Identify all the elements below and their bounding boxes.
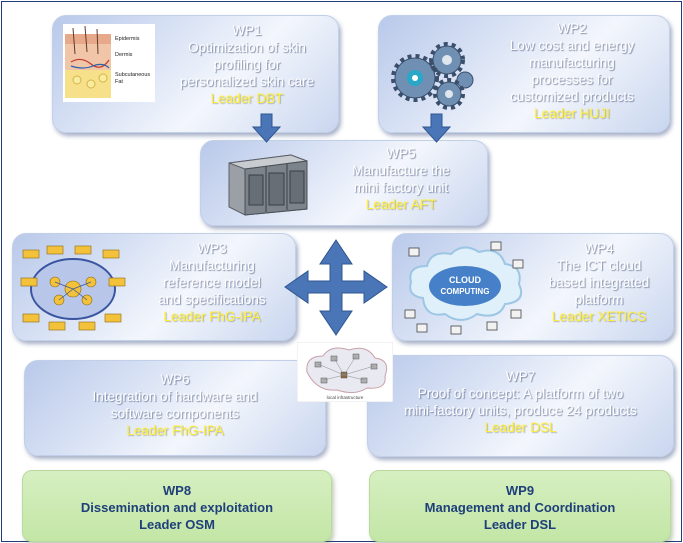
mini-factory-image bbox=[221, 149, 311, 219]
wp7-text: WP7 Proof of concept: A platform of two … bbox=[368, 368, 673, 436]
wp7-line-1: Proof of concept: A platform of two bbox=[417, 386, 624, 401]
wp7-line-2: mini-factory units, produce 24 products bbox=[404, 403, 637, 418]
wp6-text: WP6 Integration of hardware and software… bbox=[25, 371, 325, 439]
wp4-line-1: The ICT cloud bbox=[556, 258, 642, 273]
wp5-line-2: mini factory unit bbox=[353, 180, 449, 195]
wp9-box: WP9 Management and Coordination Leader D… bbox=[369, 470, 671, 542]
wp4-box: CLOUD COMPUTING WP4 The ICT cloud based … bbox=[392, 233, 674, 341]
wp4-leader: Leader XETICS bbox=[551, 309, 647, 324]
wp8-line-1: Dissemination and exploitation bbox=[80, 500, 274, 515]
wp2-line-4: customized products bbox=[510, 89, 634, 104]
wp4-line-3: platform bbox=[574, 292, 624, 307]
wp2-box: WP2 Low cost and energy manufacturing pr… bbox=[378, 15, 670, 133]
skin-label-epidermis: Epidermis bbox=[115, 36, 140, 42]
wp7-box: WP7 Proof of concept: A platform of two … bbox=[367, 355, 674, 457]
wp6-line-1: Integration of hardware and bbox=[92, 389, 258, 404]
wp2-line-2: manufacturing bbox=[529, 55, 615, 70]
wp7-leader: Leader DSL bbox=[484, 420, 557, 435]
reference-model-image bbox=[19, 244, 127, 334]
wp3-title: WP3 bbox=[197, 241, 227, 256]
wp1-leader: Leader DBT bbox=[210, 91, 284, 106]
wp6-leader: Leader FhG-IPA bbox=[126, 423, 224, 438]
wp4-line-2: based integrated bbox=[548, 275, 650, 290]
skin-layers-image: Epidermis Dermis Subcutaneous Fat bbox=[63, 24, 155, 102]
wp5-line-1: Manufacture the bbox=[352, 163, 450, 178]
wp4-text: WP4 The ICT cloud based integrated platf… bbox=[529, 240, 669, 325]
wp3-line-3: and specifications bbox=[158, 292, 266, 307]
wp4-title: WP4 bbox=[584, 241, 614, 256]
wp3-line-2: reference model bbox=[163, 275, 261, 290]
wp6-box: WP6 Integration of hardware and software… bbox=[24, 360, 326, 456]
computing-word: COMPUTING bbox=[441, 287, 490, 296]
wp8-box: WP8 Dissemination and exploitation Leade… bbox=[22, 470, 332, 542]
wp8-leader: Leader OSM bbox=[139, 517, 215, 532]
wp3-line-1: Manufacturing bbox=[169, 258, 255, 273]
wp1-line-3: personalized skin care bbox=[179, 74, 315, 89]
network-infrastructure-image: local infrastructure bbox=[297, 342, 393, 402]
wp8-text: WP8 Dissemination and exploitation Leade… bbox=[23, 482, 331, 533]
wp1-text: WP1 Optimization of skin profiling for p… bbox=[161, 22, 333, 107]
wp1-box: Epidermis Dermis Subcutaneous Fat WP1 Op… bbox=[52, 15, 339, 133]
wp3-box: WP3 Manufacturing reference model and sp… bbox=[12, 233, 296, 341]
wp2-title: WP2 bbox=[557, 21, 587, 36]
wp5-title: WP5 bbox=[386, 146, 416, 161]
wp1-line-2: profiling for bbox=[213, 57, 281, 72]
network-image-caption: local infrastructure bbox=[327, 395, 364, 400]
wp5-box: WP5 Manufacture the mini factory unit Le… bbox=[200, 140, 488, 226]
wp8-title: WP8 bbox=[162, 483, 192, 498]
cloud-computing-image: CLOUD COMPUTING bbox=[401, 240, 529, 336]
skin-label-subcutaneous: Subcutaneous bbox=[115, 72, 150, 78]
wp3-text: WP3 Manufacturing reference model and sp… bbox=[133, 240, 291, 325]
wp9-title: WP9 bbox=[505, 483, 535, 498]
wp2-leader: Leader HUJI bbox=[534, 106, 610, 121]
wp1-title: WP1 bbox=[232, 23, 262, 38]
wp9-leader: Leader DSL bbox=[483, 517, 557, 532]
wp5-text: WP5 Manufacture the mini factory unit Le… bbox=[319, 145, 483, 213]
wp2-line-3: processes for bbox=[531, 72, 613, 87]
wp5-leader: Leader AFT bbox=[365, 197, 437, 212]
wp7-title: WP7 bbox=[505, 369, 536, 384]
skin-label-dermis: Dermis bbox=[115, 52, 133, 58]
wp9-text: WP9 Management and Coordination Leader D… bbox=[370, 482, 670, 533]
cloud-word: CLOUD bbox=[449, 275, 481, 285]
wp2-line-1: Low cost and energy bbox=[509, 38, 635, 53]
wp6-line-2: software components bbox=[110, 406, 240, 421]
wp3-leader: Leader FhG-IPA bbox=[163, 309, 261, 324]
wp9-line-1: Management and Coordination bbox=[424, 500, 616, 515]
wp1-line-1: Optimization of skin bbox=[188, 40, 306, 55]
skin-label-fat: Fat bbox=[115, 79, 123, 85]
wp2-text: WP2 Low cost and energy manufacturing pr… bbox=[479, 20, 665, 122]
four-way-arrow bbox=[284, 239, 388, 336]
gears-image bbox=[385, 38, 475, 118]
wp6-title: WP6 bbox=[160, 372, 190, 387]
